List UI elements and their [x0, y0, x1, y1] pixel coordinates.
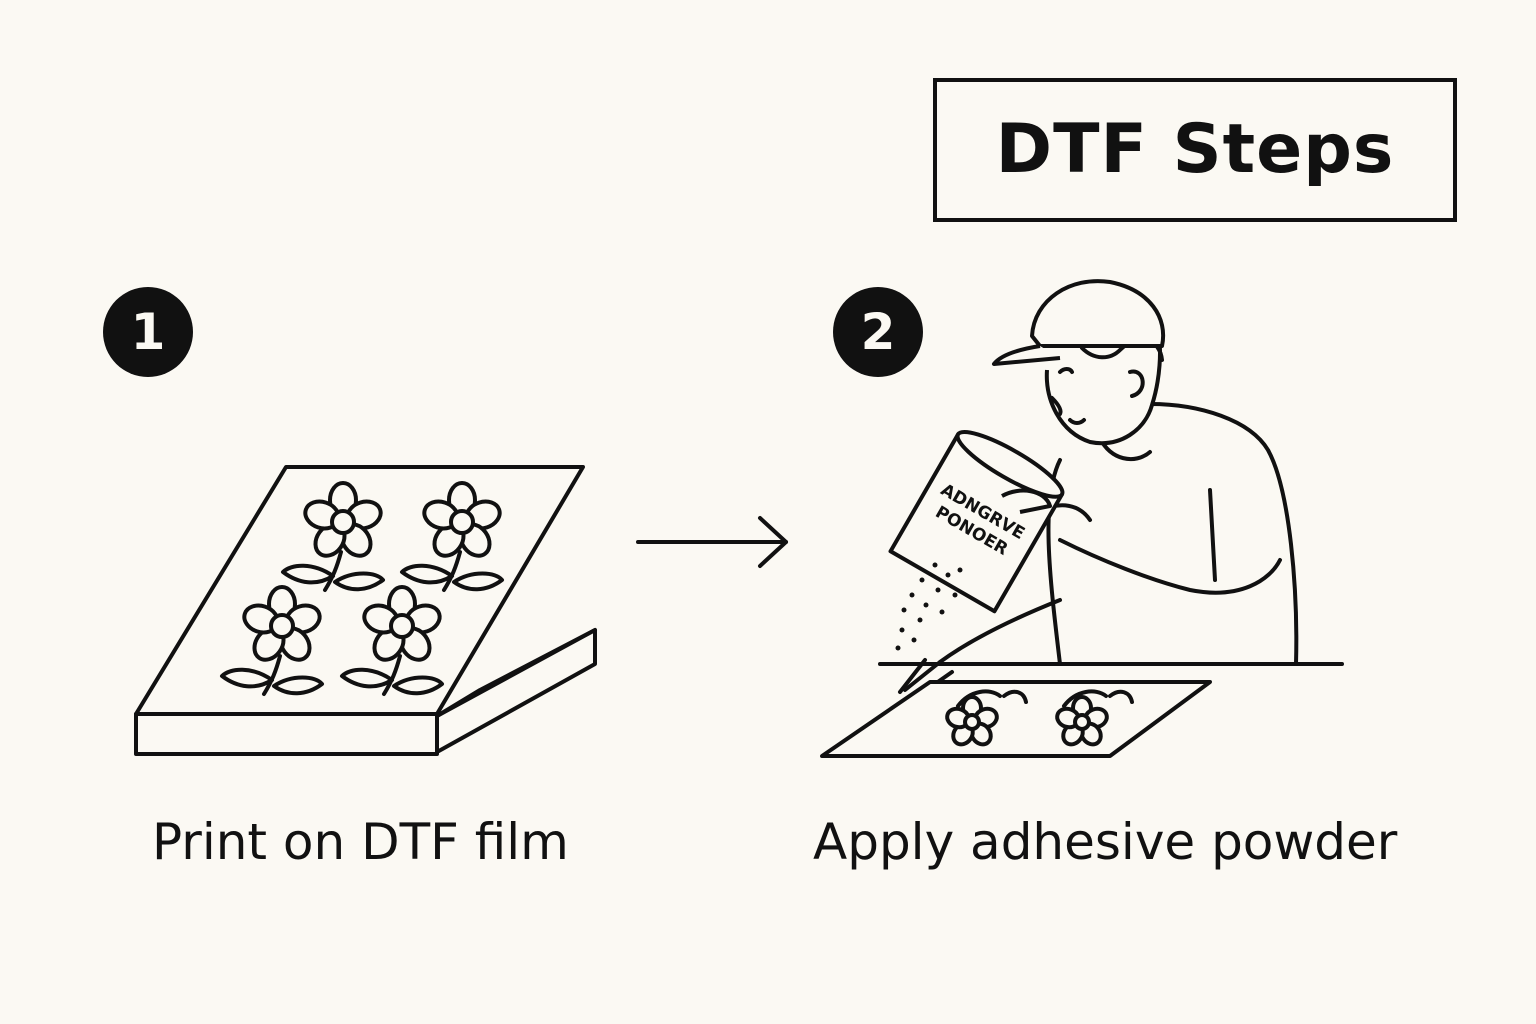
step-1-badge: 1 [103, 287, 193, 377]
powder-particles [895, 562, 963, 651]
worker-pouring-powder-icon: ADNGRVE PONOER [820, 279, 1344, 758]
printed-film-icon [134, 465, 597, 756]
step-1-caption: Print on DTF film [152, 813, 569, 871]
step-2-badge: 2 [833, 287, 923, 377]
title-box: DTF Steps [933, 78, 1457, 222]
page-title: DTF Steps [995, 110, 1395, 189]
right-arrow-icon [636, 516, 788, 568]
step-2-caption: Apply adhesive powder [813, 813, 1398, 871]
